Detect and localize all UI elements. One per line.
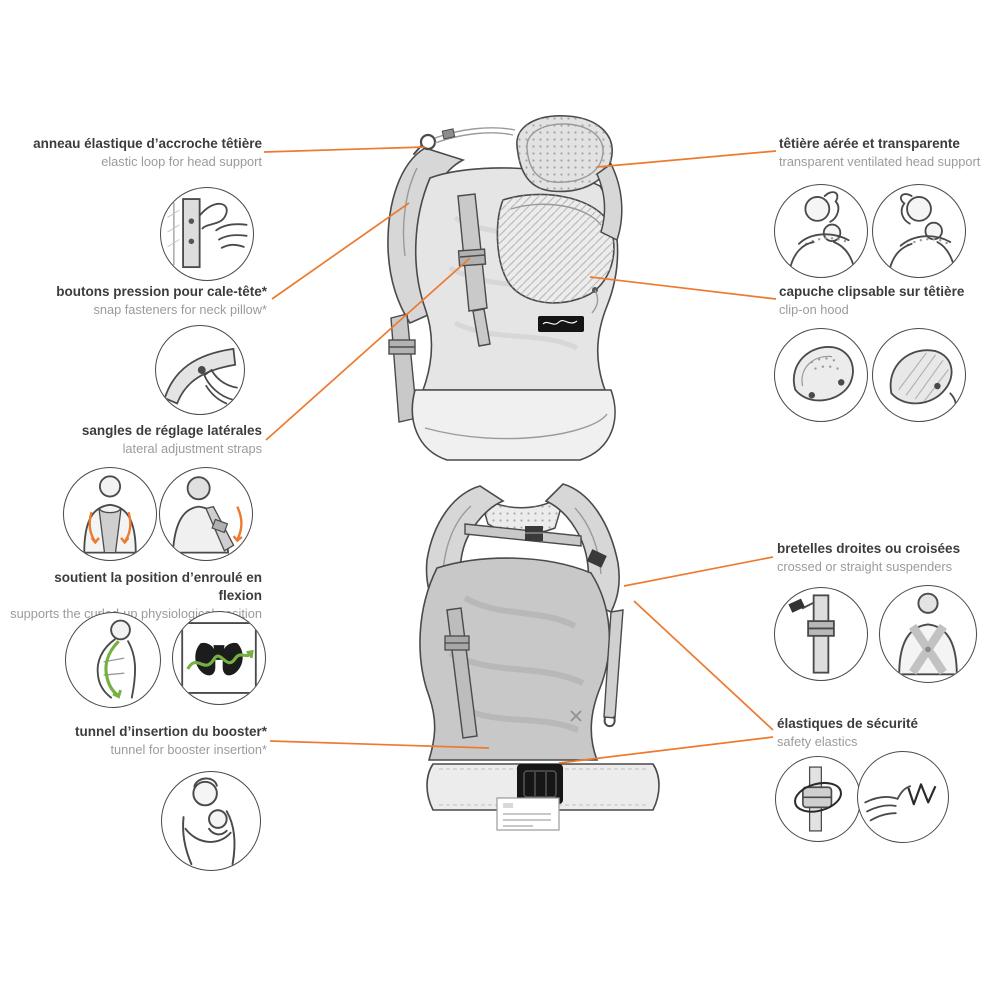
- back-right-strap-tail: [603, 609, 624, 728]
- vignette-hood-attached-detail: [872, 328, 966, 422]
- feature-snap-fasteners: boutons pression pour cale-tête* snap fa…: [25, 283, 267, 319]
- feature-clip-on-hood: capuche clipsable sur têtière clip-on ho…: [779, 283, 994, 319]
- feature-head-support: têtière aérée et transparente transparen…: [779, 135, 994, 171]
- vignette-safety-elastic-hand: [857, 751, 949, 843]
- waist-belt-buckle: [517, 764, 563, 804]
- curl-arrow: [104, 640, 120, 698]
- vignette-mother-holding-baby: [161, 771, 261, 871]
- feature-label-fr: bretelles droites ou croisées: [777, 541, 961, 556]
- vignette-head-support-side: [872, 184, 966, 278]
- back-stitch-cross: [570, 710, 582, 722]
- hand-fingers: [215, 223, 248, 249]
- baby-head: [822, 223, 842, 243]
- baby-head: [208, 809, 228, 829]
- front-elastic-loop: [413, 127, 516, 155]
- front-head-support: [516, 115, 613, 193]
- feature-label-en: lateral adjustment straps: [122, 441, 262, 456]
- vignette-curled-position-side: [65, 612, 161, 708]
- carrier-back-illustration: [419, 483, 660, 831]
- snap-button: [838, 379, 845, 386]
- back-chest-strap: [464, 523, 607, 568]
- feature-booster-tunnel: tunnel d’insertion du booster* tunnel fo…: [25, 723, 267, 759]
- vignette-head-support-front: [774, 184, 868, 278]
- care-label: [496, 797, 560, 831]
- feature-label-fr: capuche clipsable sur têtière: [779, 284, 965, 299]
- ponytail: [900, 193, 913, 225]
- feature-suspenders: bretelles droites ou croisées crossed or…: [777, 540, 992, 576]
- front-seat-base: [411, 389, 616, 461]
- elastic-loop: [794, 781, 842, 813]
- vignette-lateral-strap-front: [63, 467, 157, 561]
- feature-label-fr: anneau élastique d’accroche têtière: [33, 136, 262, 151]
- feature-label-en: elastic loop for head support: [101, 154, 262, 169]
- vignette-snap-fastener-detail: [155, 325, 245, 415]
- arms: [184, 827, 232, 843]
- feature-label-fr: élastiques de sécurité: [777, 716, 919, 731]
- elastic-zigzag: [907, 783, 937, 806]
- vignette-lateral-strap-back: [159, 467, 253, 561]
- brand-tag: [538, 316, 584, 332]
- back-body-panel: [419, 557, 611, 761]
- feature-lateral-straps: sangles de réglage latérales lateral adj…: [20, 422, 262, 458]
- feature-label-fr: têtière aérée et transparente: [779, 136, 960, 151]
- pelvis-icon: [195, 642, 243, 676]
- feature-label-fr: soutient la position d’enroulé en flexio…: [54, 570, 262, 603]
- feature-label-en: transparent ventilated head support: [779, 154, 981, 169]
- clip: [788, 598, 805, 613]
- vignette-pelvis-support: [172, 611, 266, 705]
- feature-label-en: safety elastics: [777, 734, 858, 749]
- strap-hint: [949, 392, 957, 415]
- feature-label-fr: tunnel d’insertion du booster*: [75, 724, 267, 739]
- adjust-arrow: [236, 506, 243, 541]
- feature-label-en: clip-on hood: [779, 302, 849, 317]
- vignette-hood-clip-detail: [774, 328, 868, 422]
- snap-button: [808, 392, 816, 399]
- feature-label-fr: sangles de réglage latérales: [81, 423, 262, 438]
- feature-elastic-loop: anneau élastique d’accroche têtière elas…: [20, 135, 262, 171]
- vignette-elastic-loop-detail: [160, 187, 254, 281]
- feature-label-fr: boutons pression pour cale-tête*: [56, 284, 267, 299]
- hand-finger: [203, 368, 238, 401]
- snap-button: [197, 366, 206, 374]
- feature-label-en: snap fasteners for neck pillow*: [93, 302, 267, 317]
- feature-label-en: crossed or straight suspenders: [777, 559, 952, 574]
- vignette-crossed-suspenders: [879, 585, 977, 683]
- feature-safety-elastics: élastiques de sécurité safety elastics: [777, 715, 992, 751]
- vignette-straight-suspender-detail: [774, 587, 868, 681]
- hand-fingers: [864, 796, 899, 822]
- feature-label-en: tunnel for booster insertion*: [110, 742, 268, 757]
- loop-cord: [198, 202, 228, 230]
- snap-button: [934, 382, 941, 390]
- ponytail: [823, 191, 840, 223]
- vignette-safety-elastic-buckle: [775, 756, 861, 842]
- front-hood: [496, 193, 615, 314]
- carrier-front-illustration: [387, 115, 623, 461]
- wave-arrow: [186, 651, 254, 670]
- front-right-strap: [596, 162, 623, 242]
- back-left-webbing-strap: [444, 607, 478, 739]
